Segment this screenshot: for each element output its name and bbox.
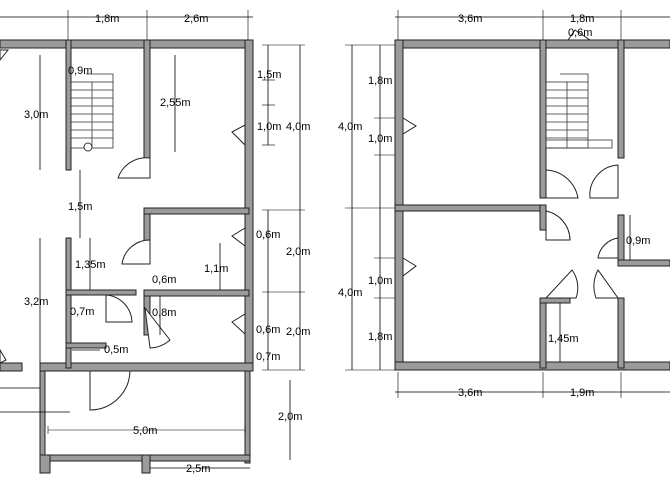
staircase <box>70 73 114 152</box>
dim-label-porch-2: 2,0m <box>278 411 302 423</box>
r-dim-label-mid-1: 0,9m <box>626 235 650 247</box>
dim-label-right-7: 0,6m <box>256 324 280 336</box>
wall-partition-4 <box>65 342 107 349</box>
r-dim-label-bot-2: 1,9m <box>570 387 594 399</box>
r-wall-top <box>394 39 670 49</box>
dimension-lines <box>0 10 305 469</box>
wall-lower-left <box>65 237 72 369</box>
ground-floor-plan: 1,8m 2,6m 3,0m 1,5m 3,2m 0,9m 2,55m 1,5m… <box>0 10 310 475</box>
wall-right <box>244 39 254 371</box>
r-dim-label-mid-2: 1,45m <box>548 333 579 345</box>
dim-label-right-8: 2,0m <box>286 326 310 338</box>
dim-label-right-1: 1,5m <box>257 69 281 81</box>
dim-label-right-5: 2,0m <box>286 246 310 258</box>
dim-label-top-1: 1,8m <box>95 13 119 25</box>
r-dim-label-top-1: 3,6m <box>458 13 482 25</box>
r-wall-right-2 <box>617 214 625 266</box>
upper-floor-plan: 3,6m 1,8m 0,6m 4,0m 1,8m 1,0m 4,0m 1,0m … <box>338 10 670 399</box>
dim-label-mid-4: 0,7m <box>70 306 94 318</box>
r-dim-label-bot-1: 3,6m <box>458 387 482 399</box>
r-wall-bottom-part <box>539 297 571 304</box>
dim-label-top-2: 2,6m <box>184 13 208 25</box>
dim-label-porch-3: 2,5m <box>186 463 210 475</box>
dim-label-left-1: 3,0m <box>24 109 48 121</box>
wall-bottom <box>39 362 254 372</box>
dim-label-mid-2: 0,6m <box>152 274 176 286</box>
dim-label-right-9: 0,7m <box>256 351 280 363</box>
r-dim-label-left-6: 1,8m <box>368 331 392 343</box>
r-dim-label-left-4: 4,0m <box>338 287 362 299</box>
r-door-swings <box>402 29 619 299</box>
r-dim-label-top-3: 0,6m <box>568 27 592 39</box>
dim-label-right-3: 4,0m <box>286 121 310 133</box>
dim-label-left-2: 1,5m <box>68 201 92 213</box>
r-wall-lower <box>539 297 547 369</box>
r-staircase <box>545 73 613 149</box>
wall-bottom-left <box>0 362 23 372</box>
wall-stair-left <box>65 39 72 171</box>
r-wall-bottom <box>394 361 670 371</box>
dim-label-right-2: 1,0m <box>257 121 281 133</box>
r-dim-label-left-3: 1,0m <box>368 133 392 145</box>
door-swings <box>0 49 246 411</box>
dim-label-right-4: 0,6m <box>256 229 280 241</box>
r-wall-stair-left <box>539 39 547 199</box>
dim-label-stair: 0,9m <box>68 65 92 77</box>
r-dim-label-left-2: 1,8m <box>368 75 392 87</box>
r-wall-right-3 <box>617 297 625 369</box>
r-wall-right-4 <box>617 259 670 267</box>
wall-partition-2 <box>143 289 250 297</box>
r-wall-right-1 <box>617 39 625 159</box>
r-dim-label-left-1: 4,0m <box>338 121 362 133</box>
dim-label-porch-1: 5,0m <box>133 425 157 437</box>
dim-label-room: 2,55m <box>160 97 191 109</box>
wall-partition-1 <box>143 207 250 215</box>
wall-partition-3 <box>65 289 137 296</box>
r-wall-mid <box>394 204 544 212</box>
r-dim-label-left-5: 1,0m <box>368 275 392 287</box>
dim-label-mid-1: 1,35m <box>75 259 106 271</box>
r-dim-label-top-2: 1,8m <box>570 13 594 25</box>
wall-middle-upper <box>143 39 151 159</box>
dim-label-right-6: 1,1m <box>204 263 228 275</box>
wall-top <box>0 39 254 49</box>
dim-label-left-3: 3,2m <box>24 296 48 308</box>
dim-label-mid-5: 0,5m <box>104 344 128 356</box>
dim-label-mid-3: 0,8m <box>152 307 176 319</box>
porch <box>39 370 251 474</box>
r-wall-stair-left-2 <box>539 204 547 231</box>
r-dimension-lines <box>345 10 670 398</box>
